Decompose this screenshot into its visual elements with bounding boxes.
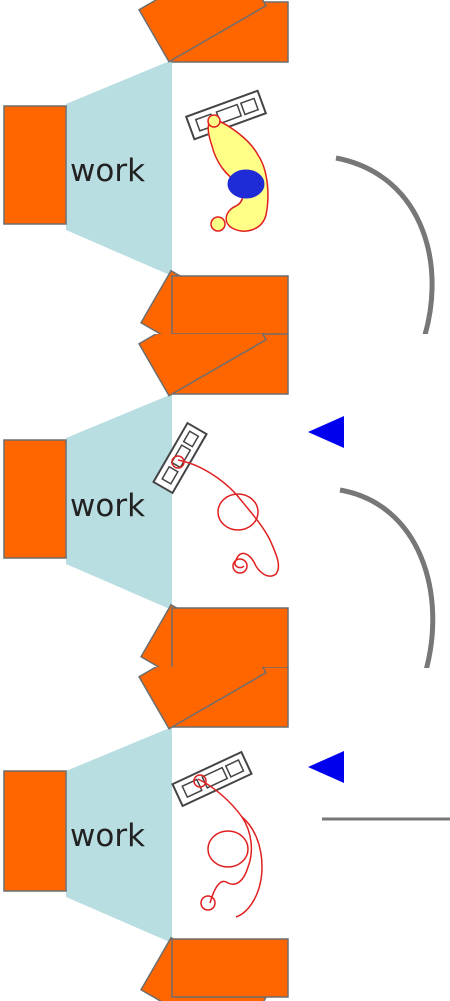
- worker-top-view-icon: [171, 455, 280, 577]
- work-area: [66, 394, 172, 610]
- work-area: [66, 727, 172, 943]
- desk-block: [138, 667, 268, 730]
- work-area-label: work: [70, 818, 146, 854]
- workstation-2-graphic: [3, 334, 436, 668]
- curved-arrow-icon: [335, 155, 435, 334]
- work-area-label: work: [70, 488, 146, 524]
- workstation-3-graphic: [3, 667, 450, 1001]
- desk-block: [138, 334, 268, 397]
- desk-block: [138, 0, 268, 63]
- curved-arrow-icon: [339, 487, 436, 668]
- workstation-1: work: [0, 0, 450, 334]
- desk-block: [171, 275, 289, 334]
- workstation-2: work: [0, 334, 450, 668]
- desk-block: [3, 105, 67, 225]
- keyboard-icon: [171, 750, 253, 808]
- worker-top-view-icon: [193, 774, 263, 918]
- work-area-label: work: [70, 153, 146, 189]
- desk-block: [171, 607, 289, 668]
- arrow-head-icon: [308, 751, 344, 783]
- workstation-1-graphic: [3, 0, 435, 334]
- desk-block: [171, 938, 289, 998]
- arrow-head-icon: [308, 416, 344, 448]
- workstation-3: work: [0, 667, 450, 1001]
- desk-block: [3, 439, 67, 559]
- desk-block: [3, 770, 67, 892]
- work-area: [66, 60, 172, 276]
- worker-top-view-icon: [207, 114, 269, 232]
